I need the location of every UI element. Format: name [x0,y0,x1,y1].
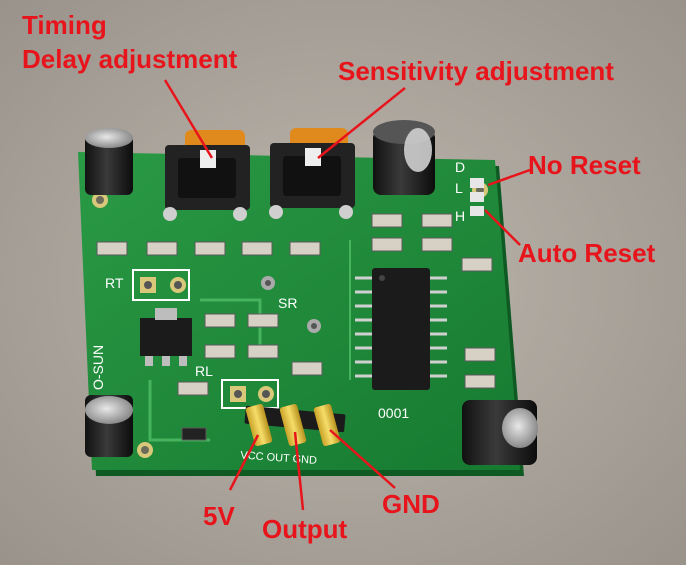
annotation-arrows [163,79,531,511]
capacitor-top-left [85,128,133,195]
label-auto-reset: Auto Reset [518,238,656,268]
screw-holes [261,276,321,333]
silk-rl: RL [195,363,213,379]
regulator [140,308,192,366]
trigger-jumper [470,178,484,216]
label-sensitivity-adjustment: Sensitivity adjustment [338,56,614,86]
rt-pads [132,269,190,301]
silk-l: L [455,180,463,196]
header-pins [244,404,346,446]
label-timing: Timing [22,10,107,40]
ic-chip [355,268,447,390]
smd-components [96,213,496,441]
label-5v: 5V [203,501,235,531]
label-no-reset: No Reset [528,150,641,180]
capacitor-top-right [373,120,435,195]
sensitivity-potentiometer [269,128,355,219]
rl-pads [221,379,279,409]
silk-d: D [455,159,465,175]
silk-h: H [455,208,465,224]
silk-rt: RT [105,275,124,291]
capacitor-bottom-right [462,400,538,465]
silk-sun: O-SUN [90,345,106,390]
capacitor-bottom-left [85,395,133,457]
label-delay-adjustment: Delay adjustment [22,44,238,74]
label-output: Output [262,514,348,544]
silk-chip-code: 0001 [378,405,409,421]
silk-sr: SR [278,295,297,311]
label-gnd: GND [382,489,440,519]
timing-potentiometer [163,130,250,221]
